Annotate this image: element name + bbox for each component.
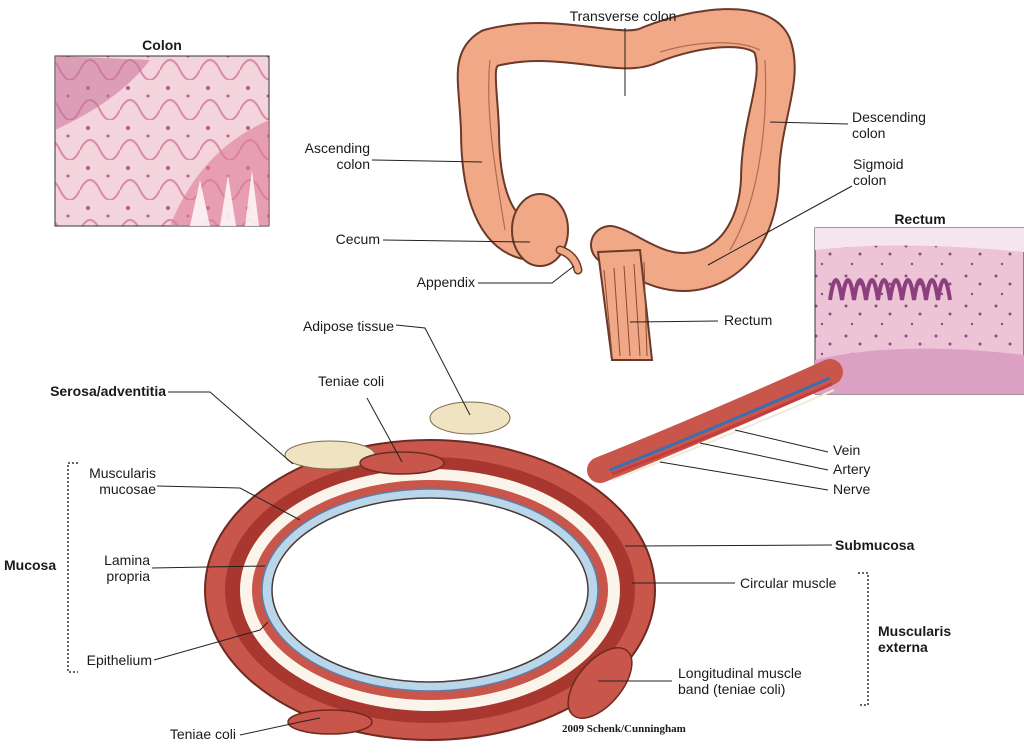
label-cecum: Cecum <box>290 231 380 247</box>
rectum-histology-photo <box>815 228 1024 394</box>
large-intestine-drawing <box>477 28 776 360</box>
label-descending-colon: Descending colon <box>852 109 972 141</box>
label-rectum: Rectum <box>724 312 804 328</box>
label-nerve: Nerve <box>833 481 893 497</box>
label-lamina-propria: Lamina propria <box>60 552 150 584</box>
label-teniae-coli-bottom: Teniae coli <box>130 726 236 742</box>
label-epithelium: Epithelium <box>60 652 152 668</box>
label-submucosa: Submucosa <box>835 537 955 553</box>
colon-histology-photo <box>55 56 269 226</box>
muscularis-externa-bracket <box>858 573 868 705</box>
colon-photo-title: Colon <box>112 37 212 53</box>
label-ascending-colon: Ascending colon <box>272 140 370 172</box>
label-transverse-colon: Transverse colon <box>548 8 698 24</box>
label-teniae-coli-top: Teniae coli <box>318 373 418 389</box>
label-sigmoid-colon: Sigmoid colon <box>853 156 953 188</box>
rectum-photo-title: Rectum <box>870 211 970 227</box>
label-artery: Artery <box>833 461 893 477</box>
label-muscularis-externa: Muscularis externa <box>878 623 978 655</box>
label-adipose-tissue: Adipose tissue <box>262 318 394 334</box>
label-appendix: Appendix <box>380 274 475 290</box>
label-mucosa: Mucosa <box>4 557 68 573</box>
label-vein: Vein <box>833 442 893 458</box>
label-muscularis-mucosae: Muscularis mucosae <box>60 465 156 497</box>
label-serosa-adventitia: Serosa/adventitia <box>20 383 166 399</box>
label-circular-muscle: Circular muscle <box>740 575 858 591</box>
label-longitudinal-muscle-band: Longitudinal muscle band (teniae coli) <box>678 665 838 697</box>
copyright-credit: 2009 Schenk/Cunningham <box>562 721 722 737</box>
